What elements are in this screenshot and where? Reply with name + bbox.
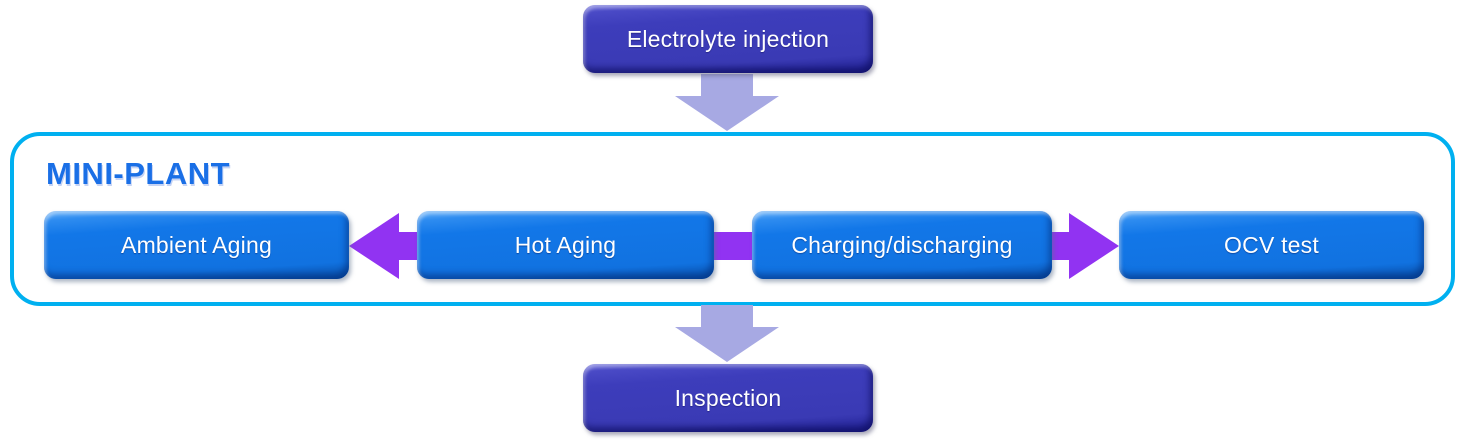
mini-plant-title: MINI-PLANT (46, 156, 231, 191)
node-ocv-test: OCV test (1119, 211, 1424, 279)
node-inspection: Inspection (583, 364, 873, 432)
node-ambient-aging-label: Ambient Aging (121, 231, 272, 258)
node-ocv-test-label: OCV test (1224, 231, 1319, 258)
node-hot-aging-label: Hot Aging (514, 231, 617, 258)
node-ambient-aging: Ambient Aging (44, 211, 349, 279)
down-arrow-shape (675, 305, 779, 362)
node-electrolyte-injection-label: Electrolyte injection (626, 25, 830, 52)
down-arrow-shape (675, 74, 779, 131)
down-arrow-icon (675, 74, 779, 131)
mini-plant-container: MINI-PLANT Ambient Aging Hot Aging Charg… (10, 132, 1455, 306)
node-electrolyte-injection: Electrolyte injection (583, 5, 873, 73)
node-charging-discharging-label: Charging/discharging (791, 231, 1013, 258)
down-arrow-icon (675, 305, 779, 362)
node-inspection-label: Inspection (674, 384, 782, 411)
node-hot-aging: Hot Aging (417, 211, 714, 279)
node-charging-discharging: Charging/discharging (752, 211, 1052, 279)
